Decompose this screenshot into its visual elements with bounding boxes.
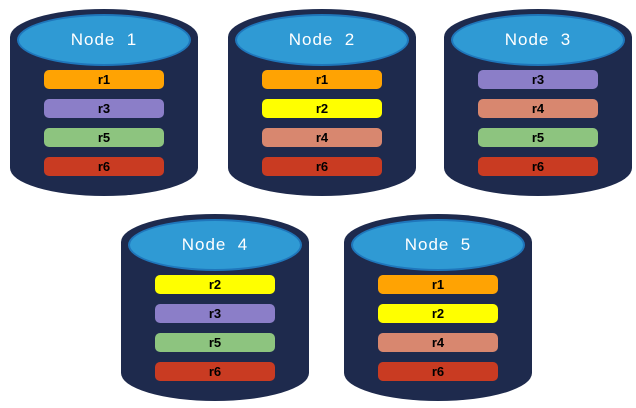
replica-bar: r1 (44, 70, 164, 89)
replica-bar: r4 (262, 128, 382, 147)
replica-list: r1 r2 r4 r6 (262, 70, 382, 176)
replica-bar: r3 (44, 99, 164, 118)
replica-list: r1 r3 r5 r6 (44, 70, 164, 176)
replica-bar: r6 (155, 362, 275, 381)
node-title: Node 3 (504, 30, 572, 49)
replica-bar: r6 (44, 157, 164, 176)
cylinder-top-ellipse: Node 3 (451, 14, 625, 66)
cylinder-top-ellipse: Node 2 (235, 14, 409, 66)
replica-bar: r5 (44, 128, 164, 147)
replica-bar: r4 (378, 333, 498, 352)
node-cylinder-4: Node 4 r2 r3 r5 r6 (121, 214, 309, 401)
replica-bar: r3 (155, 304, 275, 323)
cylinder-top-ellipse: Node 1 (17, 14, 191, 66)
replica-list: r1 r2 r4 r6 (378, 275, 498, 381)
node-cylinder-1: Node 1 r1 r3 r5 r6 (10, 9, 198, 196)
replica-bar: r3 (478, 70, 598, 89)
replica-bar: r4 (478, 99, 598, 118)
replica-bar: r6 (262, 157, 382, 176)
replica-bar: r6 (478, 157, 598, 176)
replica-bar: r5 (478, 128, 598, 147)
replica-list: r3 r4 r5 r6 (478, 70, 598, 176)
node-title: Node 5 (404, 235, 472, 254)
replica-bar: r1 (262, 70, 382, 89)
replica-bar: r2 (155, 275, 275, 294)
replica-list: r2 r3 r5 r6 (155, 275, 275, 381)
node-title: Node 4 (181, 235, 249, 254)
node-cylinder-5: Node 5 r1 r2 r4 r6 (344, 214, 532, 401)
replica-bar: r5 (155, 333, 275, 352)
node-cylinder-3: Node 3 r3 r4 r5 r6 (444, 9, 632, 196)
replica-bar: r2 (262, 99, 382, 118)
replica-bar: r6 (378, 362, 498, 381)
node-title: Node 1 (70, 30, 138, 49)
cylinder-top-ellipse: Node 5 (351, 219, 525, 271)
node-cylinder-2: Node 2 r1 r2 r4 r6 (228, 9, 416, 196)
replica-bar: r2 (378, 304, 498, 323)
replica-bar: r1 (378, 275, 498, 294)
cylinder-top-ellipse: Node 4 (128, 219, 302, 271)
node-title: Node 2 (288, 30, 356, 49)
